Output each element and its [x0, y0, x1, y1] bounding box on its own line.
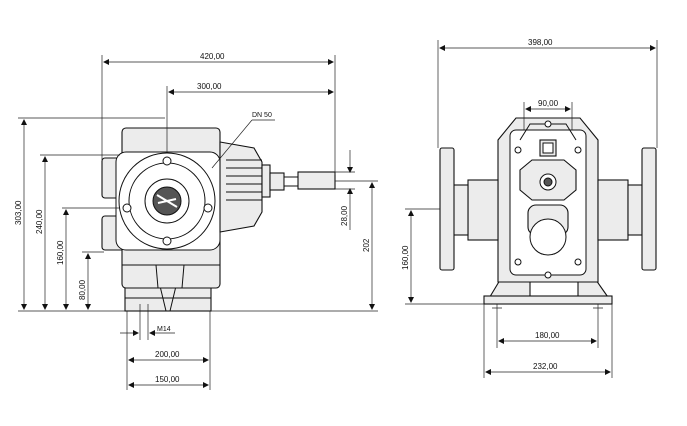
side-right-port — [597, 147, 657, 271]
side-view: 398,00 90,00 160,00 180,00 232,00 — [401, 38, 658, 378]
dim-side-total-width: 398,00 — [437, 38, 658, 148]
dim-240-label: 240,00 — [35, 209, 44, 234]
dim-232-label: 232,00 — [533, 362, 558, 371]
port-label-leader: DN 50 — [211, 112, 275, 169]
front-view: 420,00 300,00 DN 50 303,00 240,00 — [14, 52, 378, 390]
dim-side-base-232: 232,00 — [483, 304, 613, 378]
dim-200-label: 200,00 — [155, 350, 180, 359]
dim-398-label: 398,00 — [528, 38, 553, 47]
dim-front-total-width: 420,00 — [101, 52, 336, 175]
dim-front-h80: 80,00 — [78, 251, 104, 310]
dim-202-label: 202 — [362, 238, 371, 252]
dim-180-label: 180,00 — [535, 331, 560, 340]
dim-160-label: 160,00 — [56, 240, 65, 265]
dim-base-200: 200,00 — [126, 311, 211, 390]
front-gearbox — [219, 141, 336, 233]
front-flange — [115, 151, 221, 251]
dim-80-label: 80,00 — [78, 279, 87, 300]
dim-side-160-label: 160,00 — [401, 245, 410, 270]
dim-front-total-height: 303,00 — [14, 117, 165, 312]
bolt-m14-label: M14 — [157, 326, 171, 333]
dim-shaft-height: 202 — [211, 180, 378, 312]
front-base — [124, 285, 212, 312]
dim-90-label: 90,00 — [538, 99, 559, 108]
port-dn-label: DN 50 — [252, 112, 272, 119]
dim-front-shaft-width: 300,00 — [166, 82, 334, 152]
side-left-port — [439, 147, 499, 271]
dim-front-h240: 240,00 — [35, 154, 120, 310]
dim-side-h160: 160,00 — [401, 208, 484, 305]
side-body — [497, 117, 599, 283]
dim-side-top-90: 90,00 — [523, 99, 573, 130]
side-feet — [483, 279, 613, 305]
dim-bolt-thread: M14 — [120, 304, 175, 340]
dim-front-h160: 160,00 — [56, 207, 120, 310]
dim-150-label: 150,00 — [155, 375, 180, 384]
dim-420-label: 420,00 — [200, 52, 225, 61]
dim-shaft-dia: 28,00 — [335, 150, 355, 230]
dim-base-150: 150,00 — [128, 375, 209, 388]
dim-28-label: 28,00 — [340, 205, 349, 226]
dim-300-label: 300,00 — [197, 82, 222, 91]
dim-side-base-180: 180,00 — [492, 304, 603, 348]
dim-303-label: 303,00 — [14, 200, 23, 225]
